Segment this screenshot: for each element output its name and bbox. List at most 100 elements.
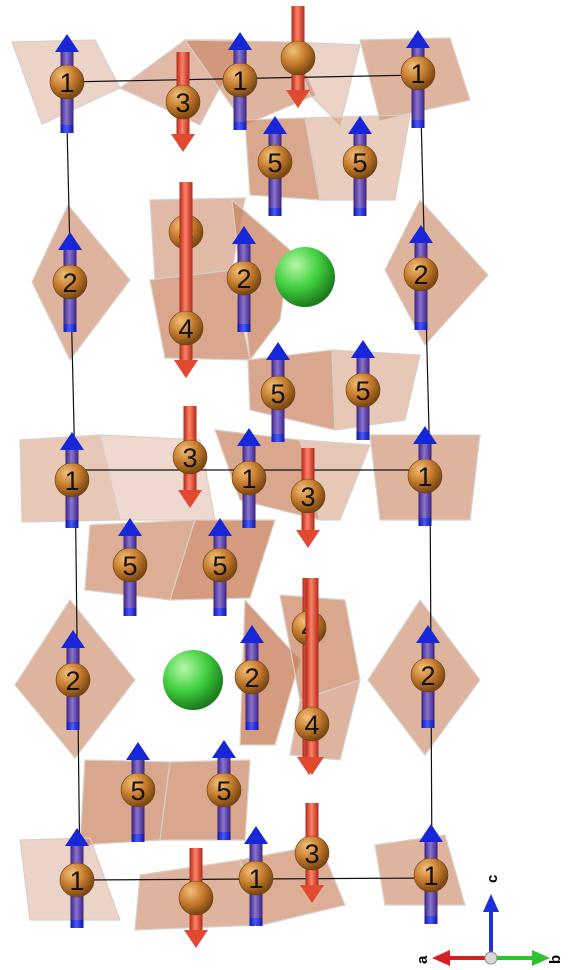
site-3-5: 3 (165, 52, 201, 152)
site-unlabeled-33 (178, 848, 214, 948)
site-label: 1 (241, 464, 256, 494)
site-label: 5 (267, 148, 282, 178)
spin-up-arrowhead (228, 32, 252, 50)
spin-up-arrowhead (240, 625, 264, 643)
atom-sphere (168, 310, 204, 346)
spin-up-arrowhead (416, 625, 440, 643)
site-5-6: 5 (257, 116, 293, 216)
spin-down-arrowhead (286, 90, 310, 108)
site-label: 1 (248, 864, 263, 894)
spin-up-tail (245, 722, 259, 730)
atom-sphere (280, 40, 316, 76)
site-label: 2 (244, 663, 259, 693)
site-1-3: 1 (400, 30, 436, 128)
spin-up-arrowhead (126, 742, 150, 760)
site-label: 5 (352, 148, 367, 178)
site-5-13: 5 (260, 342, 296, 442)
spin-up-tail (268, 208, 282, 216)
spin-up-tail (242, 520, 256, 528)
site-5-14: 5 (345, 340, 381, 440)
site-1-2: 1 (222, 32, 258, 130)
spin-up-tail (249, 918, 263, 926)
magnetic-sites: 1113554422255311135544222553111 (49, 6, 449, 948)
atom-sphere (54, 462, 90, 498)
spin-up-arrowhead (58, 232, 82, 250)
site-label: 5 (216, 776, 231, 806)
polyhedron-27 (79, 759, 171, 846)
site-1-30: 1 (59, 828, 95, 928)
site-label: 1 (64, 466, 79, 496)
spin-up-tail (233, 122, 247, 130)
a-axis-head (432, 950, 450, 966)
site-label: 1 (232, 66, 247, 96)
atom-sphere (407, 458, 443, 494)
spin-up-tail (353, 208, 367, 216)
spin-up-tail (424, 916, 438, 924)
spin-down-arrowhead (300, 757, 324, 775)
site-2-12: 2 (403, 225, 439, 330)
spin-up-arrowhead (263, 116, 287, 134)
atom-sphere (112, 547, 148, 583)
spin-up-tail (66, 722, 80, 730)
spin-up-arrowhead (65, 828, 89, 846)
spin-up-arrowhead (232, 226, 256, 244)
atom-sphere (49, 64, 85, 100)
spin-up-tail (356, 432, 370, 440)
atom-sphere (413, 857, 449, 893)
atom-sphere (257, 144, 293, 180)
site-3-29: 3 (294, 803, 330, 903)
spin-up-arrowhead (55, 34, 79, 52)
atom-sphere (410, 657, 446, 693)
atom-sphere (52, 264, 88, 300)
spin-up-tail (63, 324, 77, 332)
atom-sphere (238, 860, 274, 896)
site-label: 5 (270, 379, 285, 409)
atom-sphere (59, 862, 95, 898)
site-label: 5 (130, 776, 145, 806)
site-label: 3 (300, 482, 315, 512)
site-1-18: 1 (407, 426, 443, 526)
spin-up-tail (70, 920, 84, 928)
atom-sphere (231, 460, 267, 496)
site-1-31: 1 (238, 826, 274, 926)
site-3-19: 3 (290, 448, 326, 548)
spin-up-arrowhead (351, 340, 375, 358)
atom-sphere (345, 372, 381, 408)
site-label: 2 (65, 666, 80, 696)
site-5-21: 5 (202, 518, 238, 616)
spin-up-arrowhead (212, 740, 236, 758)
spin-down-arrowhead (296, 530, 320, 548)
spin-up-tail (237, 324, 251, 332)
atom-sphere (226, 260, 262, 296)
spin-up-arrowhead (61, 630, 85, 648)
spin-up-tail (414, 322, 428, 330)
site-label: 2 (413, 260, 428, 290)
atom-sphere (206, 772, 242, 808)
atom-sphere (290, 478, 326, 514)
atom-sphere (342, 144, 378, 180)
site-1-17: 1 (231, 428, 267, 528)
site-label: 2 (62, 268, 77, 298)
large-atom-1 (275, 247, 335, 307)
site-label: 2 (236, 264, 251, 294)
spin-down-arrowhead (300, 885, 324, 903)
a-axis-label: a (414, 955, 431, 964)
site-2-26: 2 (410, 625, 446, 728)
axis-origin (484, 951, 498, 965)
site-label: 1 (59, 68, 74, 98)
site-label: 3 (304, 839, 319, 869)
site-1-16: 1 (54, 432, 90, 528)
site-label: 5 (355, 376, 370, 406)
spin-up-arrowhead (419, 824, 443, 842)
spin-up-tail (131, 834, 145, 842)
site-2-25: 2 (234, 625, 270, 730)
spin-down-arrowhead (178, 490, 202, 508)
spin-up-tail (65, 520, 79, 528)
site-1-32: 1 (413, 824, 449, 924)
spin-up-tail (60, 125, 74, 133)
spin-up-arrowhead (208, 518, 232, 536)
site-4-23: 4 (294, 578, 330, 775)
site-5-20: 5 (112, 518, 148, 616)
atom-sphere (165, 84, 201, 120)
